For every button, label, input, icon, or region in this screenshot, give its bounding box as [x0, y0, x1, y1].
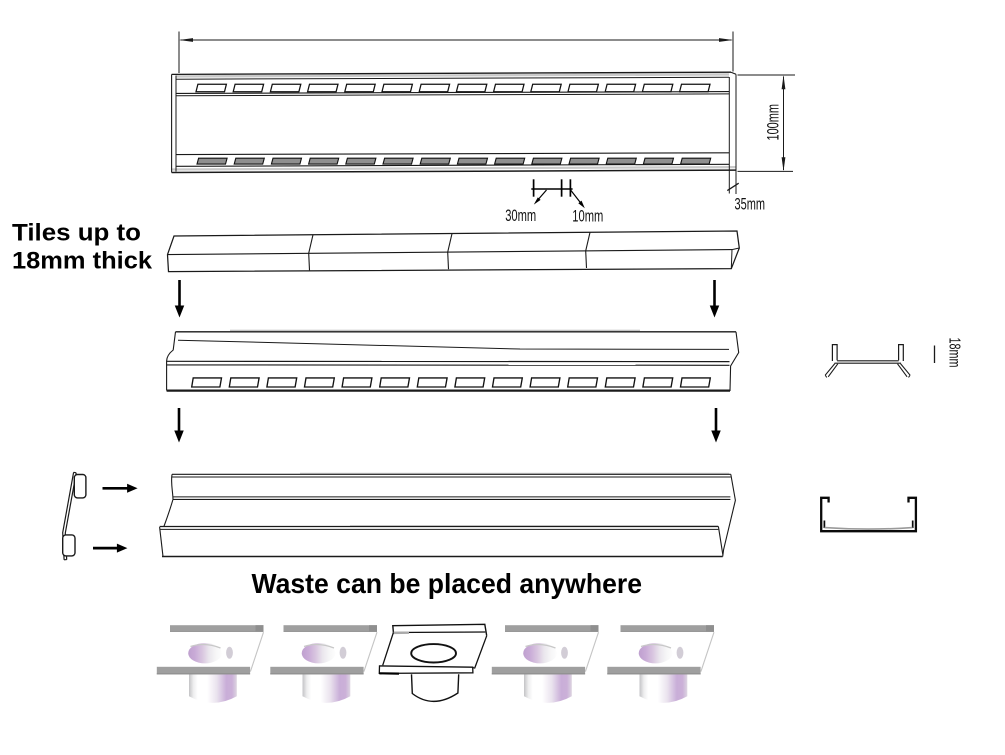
- svg-text:30mm: 30mm: [505, 206, 536, 225]
- svg-text:100mm: 100mm: [764, 104, 783, 141]
- svg-text:Waste can be placed anywhere: Waste can be placed anywhere: [252, 568, 643, 599]
- svg-text:Tiles up to: Tiles up to: [12, 219, 141, 246]
- svg-text:10mm: 10mm: [572, 207, 603, 226]
- svg-text:35mm: 35mm: [735, 195, 766, 214]
- svg-text:18mm: 18mm: [946, 338, 963, 368]
- svg-text:18mm thick: 18mm thick: [12, 247, 152, 274]
